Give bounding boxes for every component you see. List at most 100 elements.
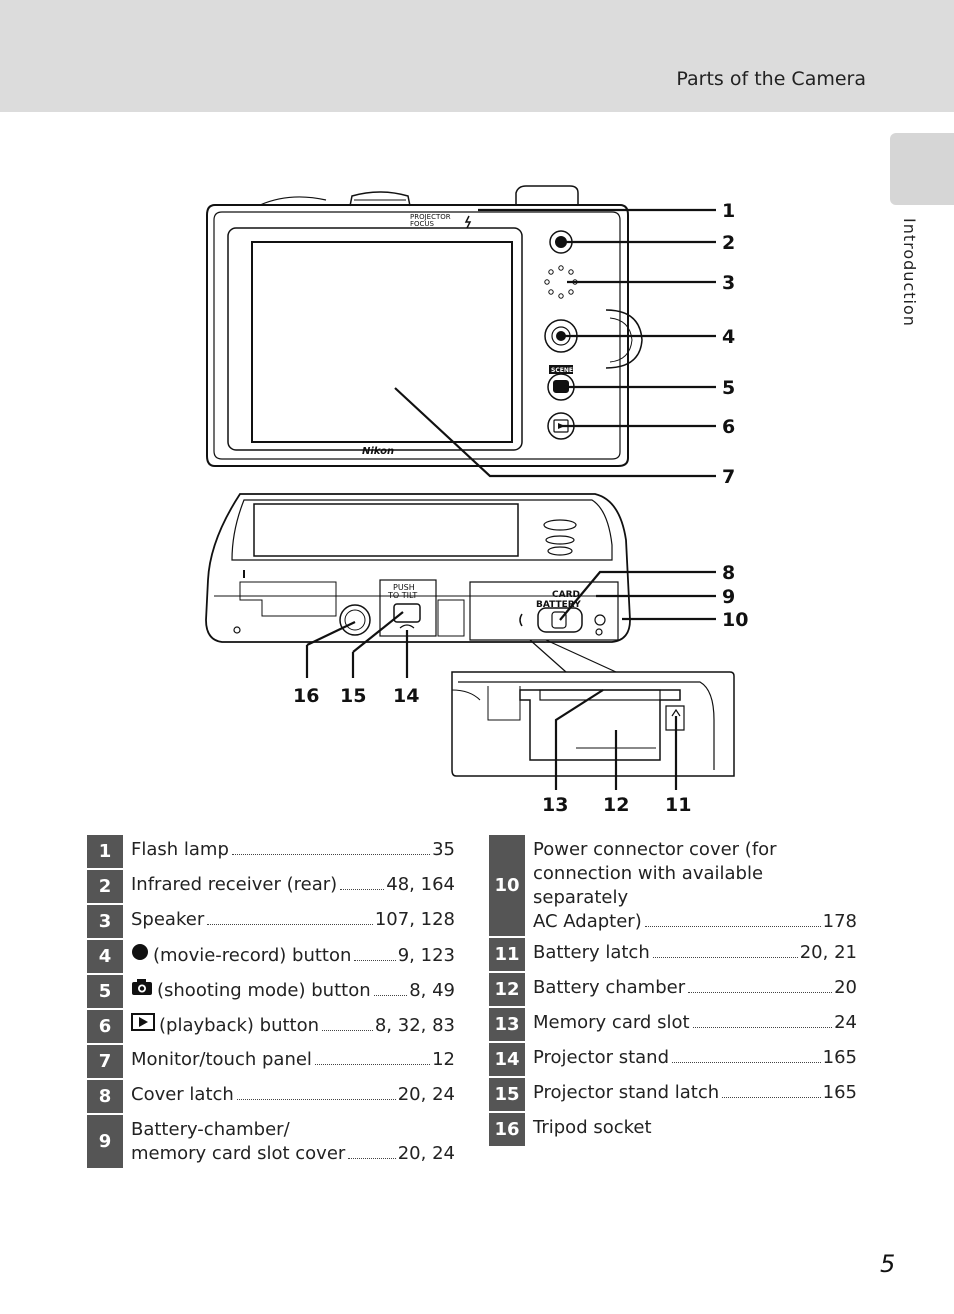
tripod-socket <box>339 604 371 636</box>
part-label: memory card slot cover <box>131 1143 346 1164</box>
parts-row: 10 Power connector cover (for connection… <box>489 835 857 936</box>
part-label-line: Battery-chamber/ <box>131 1119 290 1140</box>
part-label: Flash lamp <box>131 839 229 860</box>
callout-5: 5 <box>722 377 735 399</box>
page-title: Parts of the Camera <box>676 68 866 90</box>
callout-16: 16 <box>293 685 319 707</box>
battery-label: BATTERY <box>536 600 581 610</box>
camera-bottom-body <box>205 493 631 643</box>
focus-label: FOCUS <box>410 220 435 228</box>
shooting-mode-icon <box>131 978 153 1003</box>
callout-4: 4 <box>722 326 735 348</box>
page-ref: 178 <box>822 911 857 932</box>
shutter-button <box>515 185 579 205</box>
part-label: AC Adapter) <box>533 911 642 932</box>
page-ref: 20, 24 <box>397 1084 455 1105</box>
parts-table-right: 10 Power connector cover (for connection… <box>489 835 857 1148</box>
parts-row: 16 Tripod socket <box>489 1113 857 1146</box>
playback-icon <box>131 1013 155 1038</box>
page-ref: 8, 32, 83 <box>374 1015 455 1036</box>
mode-dial <box>349 191 411 207</box>
part-label: Projector stand <box>533 1047 670 1068</box>
part-number: 11 <box>489 938 525 971</box>
callout-6: 6 <box>722 416 735 438</box>
parts-row: 9 Battery-chamber/ memory card slot cove… <box>87 1115 455 1168</box>
part-number: 1 <box>87 835 123 868</box>
part-label: (shooting mode) button <box>157 980 371 1001</box>
parts-row: 3 Speaker 107, 128 <box>87 905 455 938</box>
parts-row: 11 Battery latch 20, 21 <box>489 938 857 971</box>
detail-view <box>451 671 735 777</box>
projector-label-1: PROJECTOR <box>410 213 451 221</box>
callout-2: 2 <box>722 232 735 254</box>
part-number: 3 <box>87 905 123 938</box>
part-number: 2 <box>87 870 123 903</box>
part-number: 8 <box>87 1080 123 1113</box>
part-number: 14 <box>489 1043 525 1076</box>
projector-stand-latch <box>393 603 421 623</box>
part-label: Tripod socket <box>533 1117 652 1138</box>
callout-12: 12 <box>603 794 629 816</box>
page-ref: 165 <box>822 1082 857 1103</box>
page-ref: 107, 128 <box>374 909 455 930</box>
parts-row: 6 (playback) button 8, 32, 83 <box>87 1010 455 1043</box>
header-bar <box>0 0 954 112</box>
callout-1: 1 <box>722 200 735 222</box>
parts-row: 13 Memory card slot 24 <box>489 1008 857 1041</box>
part-label: Projector stand latch <box>533 1082 720 1103</box>
parts-row: 8 Cover latch 20, 24 <box>87 1080 455 1113</box>
part-label: Cover latch <box>131 1084 234 1105</box>
parts-row: 14 Projector stand 165 <box>489 1043 857 1076</box>
page-ref: 24 <box>834 1012 857 1033</box>
callout-11: 11 <box>665 794 691 816</box>
page-number: 5 <box>880 1250 896 1278</box>
part-label: (movie-record) button <box>153 945 352 966</box>
card-label: CARD <box>552 590 580 600</box>
movie-record-icon <box>131 943 149 968</box>
callout-15: 15 <box>340 685 366 707</box>
page-ref: 165 <box>822 1047 857 1068</box>
memory-card-slot <box>539 689 661 701</box>
page-ref: 8, 49 <box>409 980 455 1001</box>
page-ref: 20 <box>834 977 857 998</box>
callout-9: 9 <box>722 586 735 608</box>
part-label: (playback) button <box>159 1015 320 1036</box>
part-number: 12 <box>489 973 525 1006</box>
page-ref: 20, 24 <box>397 1143 455 1164</box>
cover-latch <box>537 607 583 633</box>
part-label: Battery chamber <box>533 977 686 998</box>
callout-13: 13 <box>542 794 568 816</box>
part-number: 6 <box>87 1010 123 1043</box>
part-number: 9 <box>87 1115 123 1168</box>
part-label-line: connection with available separately <box>533 863 764 908</box>
page-ref: 9, 123 <box>397 945 455 966</box>
page-ref: 12 <box>432 1049 455 1070</box>
callout-7: 7 <box>722 466 735 488</box>
scene-label: SCENE <box>551 367 573 374</box>
part-label: Battery latch <box>533 942 650 963</box>
page-ref: 20, 21 <box>799 942 857 963</box>
part-number: 7 <box>87 1045 123 1078</box>
part-number: 16 <box>489 1113 525 1146</box>
parts-row: 2 Infrared receiver (rear)48, 164 <box>87 870 455 903</box>
to-tilt-label: TO TILT <box>387 591 417 600</box>
callout-8: 8 <box>722 562 735 584</box>
section-tab <box>890 133 954 205</box>
monitor <box>227 227 523 451</box>
part-label: Infrared receiver (rear) <box>131 874 338 895</box>
battery-cover <box>469 581 619 641</box>
part-number: 10 <box>489 835 525 936</box>
part-label-line: Power connector cover (for <box>533 839 777 860</box>
part-label: Speaker <box>131 909 205 930</box>
part-label: Monitor/touch panel <box>131 1049 312 1070</box>
part-number: 13 <box>489 1008 525 1041</box>
part-number: 5 <box>87 975 123 1008</box>
callout-10: 10 <box>722 609 748 631</box>
brand-logo: Nikon <box>362 446 394 457</box>
part-label: Memory card slot <box>533 1012 690 1033</box>
parts-row: 12 Battery chamber 20 <box>489 973 857 1006</box>
section-tab-label: Introduction <box>900 218 919 327</box>
